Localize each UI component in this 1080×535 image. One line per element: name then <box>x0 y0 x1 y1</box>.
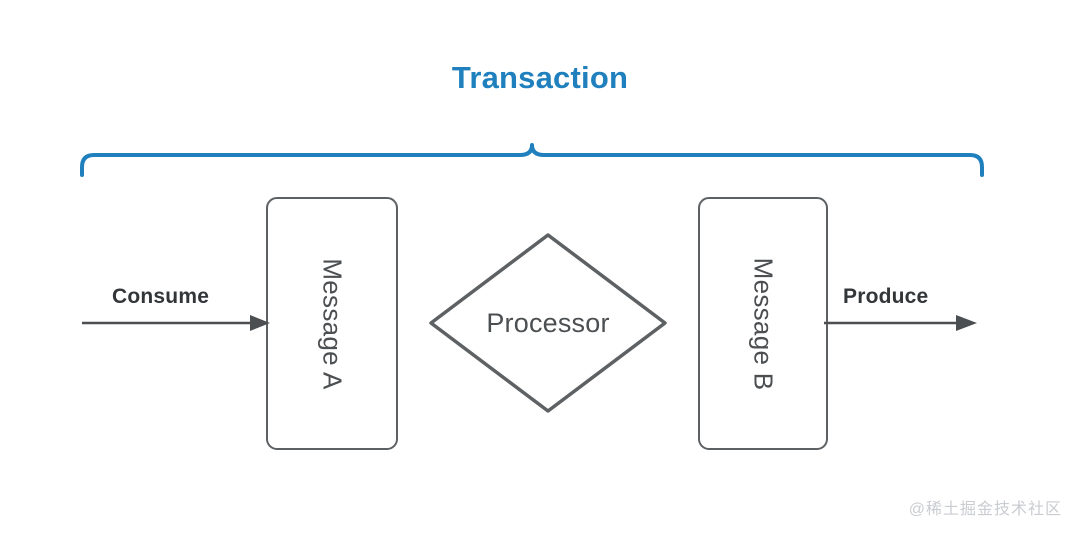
node-message-a[interactable]: Message A <box>266 197 398 450</box>
node-message-a-label: Message A <box>317 257 348 390</box>
produce-arrow-label: Produce <box>843 285 929 308</box>
node-processor-shape[interactable] <box>424 228 672 418</box>
consume-arrow-label: Consume <box>112 285 210 308</box>
transaction-scope-brace <box>80 143 984 177</box>
node-message-b-label: Message B <box>748 257 779 390</box>
page-title: Transaction <box>451 60 629 95</box>
watermark: @稀土掘金技术社区 <box>908 501 1062 518</box>
produce-arrow-icon <box>824 315 977 331</box>
node-processor-label: Processor <box>486 307 610 338</box>
consume-arrow-icon <box>82 315 270 331</box>
node-message-b[interactable]: Message B <box>698 197 828 450</box>
